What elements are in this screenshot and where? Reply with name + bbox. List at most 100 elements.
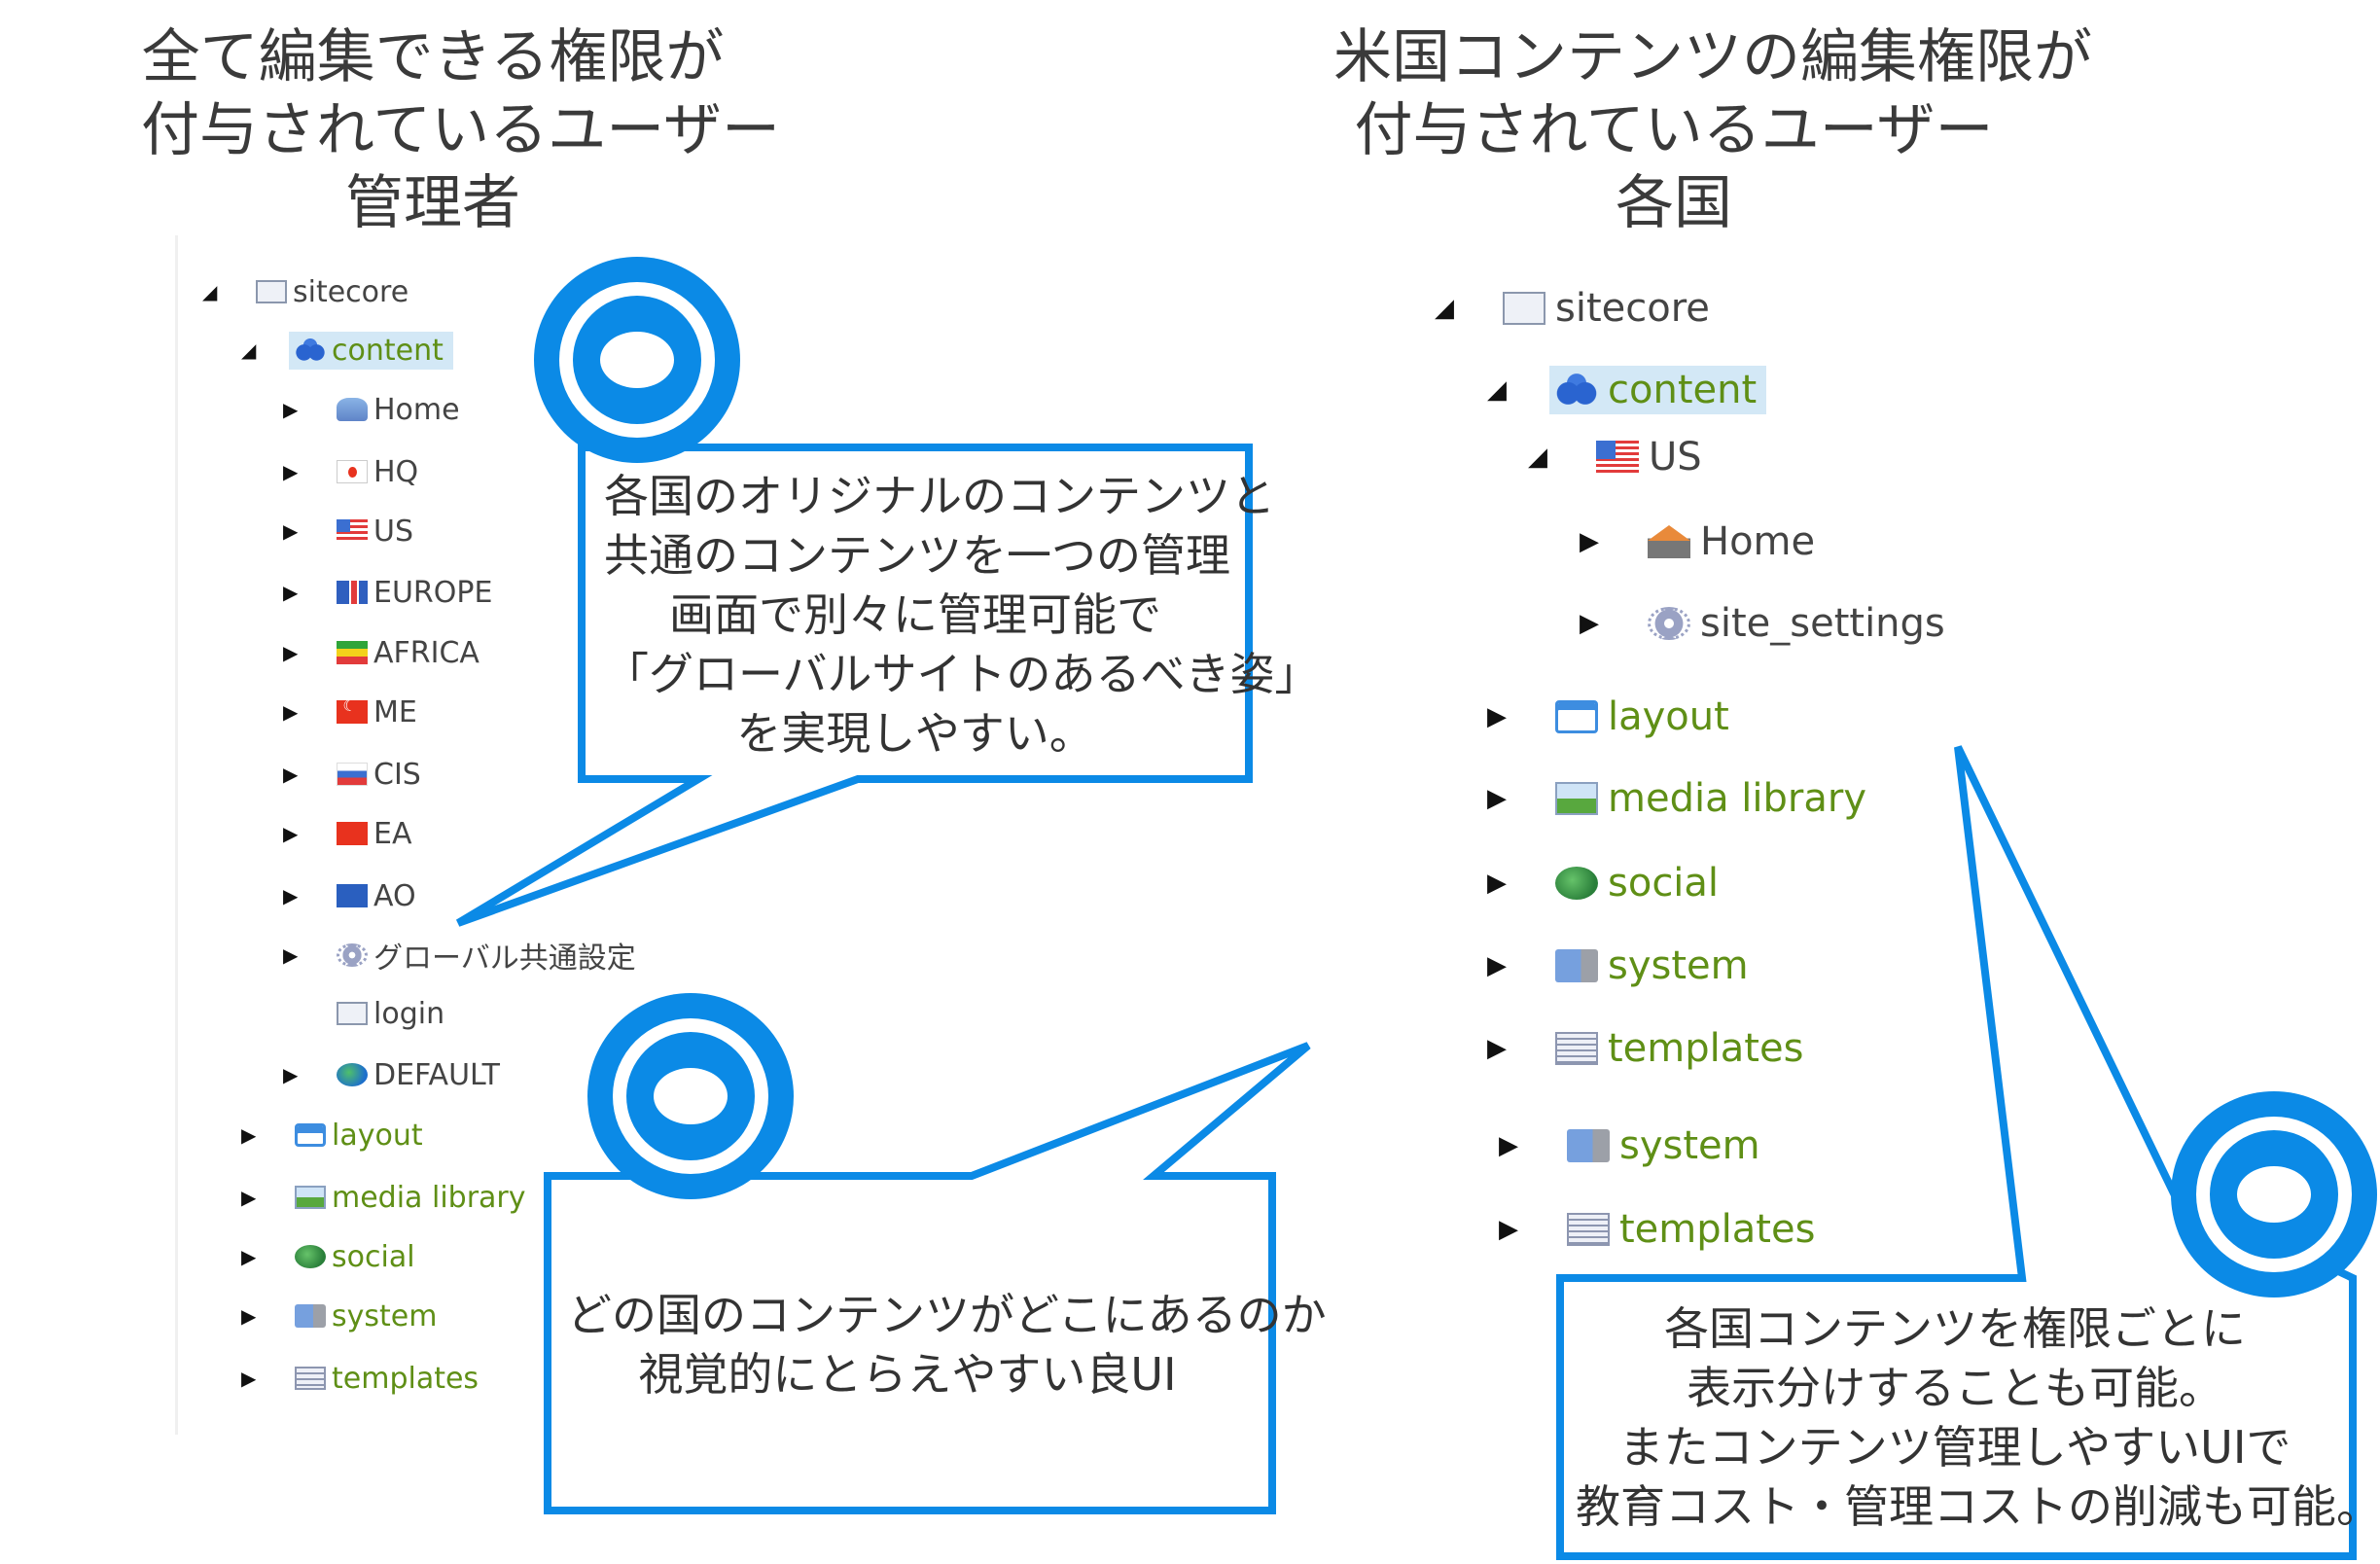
- expand-arrow-icon[interactable]: ▶: [241, 1367, 257, 1390]
- collapse-arrow-icon[interactable]: ◢: [1487, 375, 1507, 405]
- tree-item-site-settings[interactable]: ▶site_settings: [1580, 594, 1945, 653]
- right-title: 米国コンテンツの編集権限が 付与されているユーザー 各国: [1333, 21, 2092, 240]
- left-title-line: 全て編集できる権限が: [141, 23, 725, 91]
- callout-line: またコンテンツ管理しやすいUIで: [1618, 1421, 2291, 1474]
- tree-item-home[interactable]: ▶Home: [1580, 513, 1815, 571]
- tree-item-social[interactable]: ▶social: [1487, 854, 1719, 912]
- tree-item-cis[interactable]: ▶ CIS: [283, 753, 421, 796]
- tree-item-label: AFRICA: [373, 635, 480, 670]
- tree-item-us[interactable]: ▶US: [283, 510, 413, 552]
- expand-arrow-icon[interactable]: ▶: [1580, 609, 1599, 638]
- expand-arrow-icon[interactable]: ▶: [283, 460, 299, 483]
- expand-arrow-icon[interactable]: ▶: [241, 1245, 257, 1268]
- tree-item-home[interactable]: ▶ Home: [283, 388, 460, 431]
- expand-arrow-icon[interactable]: ▶: [283, 398, 299, 421]
- expand-arrow-icon[interactable]: ▶: [283, 763, 299, 786]
- tree-item-social[interactable]: ▶social: [241, 1235, 415, 1278]
- flag-australia-icon: [337, 884, 368, 907]
- expand-arrow-icon[interactable]: ▶: [1580, 527, 1599, 556]
- tree-item-label: system: [332, 1298, 438, 1333]
- callout-text-3: 各国コンテンツを権限ごとに 表示分けすることも可能。 またコンテンツ管理しやすい…: [1576, 1299, 2380, 1537]
- tree-item-media-library[interactable]: ▶ media library: [241, 1176, 526, 1219]
- left-title: 全て編集できる権限が 付与されているユーザー 管理者: [141, 21, 780, 240]
- tree-item-templates[interactable]: ▶templates: [1499, 1200, 1815, 1259]
- expand-arrow-icon[interactable]: ▶: [1487, 1034, 1507, 1063]
- expand-arrow-icon[interactable]: ▶: [283, 700, 299, 724]
- tree-item-label: templates: [332, 1361, 480, 1396]
- tree-item-label: Home: [373, 392, 460, 427]
- flag-us-icon: [1596, 441, 1639, 474]
- tree-item-default[interactable]: ▶DEFAULT: [283, 1053, 500, 1096]
- tree-item-label: media library: [1608, 776, 1866, 821]
- expand-arrow-icon[interactable]: ▶: [283, 581, 299, 604]
- collapse-arrow-icon[interactable]: ◢: [1528, 443, 1547, 472]
- tree-item-content[interactable]: ◢ content: [241, 329, 453, 372]
- tree-item-hq[interactable]: ▶HQ: [283, 450, 418, 493]
- tree-item-templates[interactable]: ▶ templates: [241, 1357, 479, 1400]
- tree-item-sitecore[interactable]: ◢ sitecore: [202, 270, 409, 313]
- tree-item-system[interactable]: ▶ system: [1487, 937, 1749, 995]
- tree-item-system[interactable]: ▶ system: [241, 1295, 437, 1337]
- expand-arrow-icon[interactable]: ▶: [241, 1304, 257, 1328]
- expand-arrow-icon[interactable]: ▶: [283, 641, 299, 664]
- expand-arrow-icon[interactable]: ▶: [1499, 1215, 1518, 1244]
- tree-item-templates[interactable]: ▶templates: [1487, 1019, 1803, 1078]
- tree-item-label: sitecore: [293, 274, 409, 309]
- tree-item-media-library[interactable]: ▶ media library: [1487, 769, 1866, 828]
- tree-item-us[interactable]: ◢US: [1528, 428, 1702, 486]
- expand-arrow-icon[interactable]: ▶: [283, 1063, 299, 1086]
- tree-item-label: content: [332, 333, 444, 368]
- expand-arrow-icon[interactable]: ▶: [283, 822, 299, 845]
- tree-item-label: EA: [373, 816, 412, 851]
- tree-item-me[interactable]: ▶ME: [283, 691, 417, 733]
- tree-item-africa[interactable]: ▶ AFRICA: [283, 631, 480, 674]
- flag-russia-icon: [337, 763, 368, 786]
- house-icon: [1648, 525, 1690, 558]
- expand-arrow-icon[interactable]: ▶: [1487, 784, 1507, 813]
- collapse-arrow-icon[interactable]: ◢: [1435, 294, 1454, 323]
- tree-item-login[interactable]: login: [283, 992, 444, 1035]
- expand-arrow-icon[interactable]: ▶: [241, 1123, 257, 1147]
- tree-item-label: layout: [332, 1118, 423, 1153]
- expand-arrow-icon[interactable]: ▶: [283, 943, 299, 967]
- tree-item-label: EUROPE: [373, 575, 493, 610]
- system-computer-icon: [295, 1304, 326, 1328]
- tree-item-label: login: [373, 996, 445, 1031]
- tree-item-layout[interactable]: ▶ layout: [241, 1114, 423, 1156]
- tree-item-content[interactable]: ◢content: [1487, 361, 1767, 419]
- expand-arrow-icon[interactable]: ▶: [241, 1186, 257, 1209]
- callout-line: 各国コンテンツを権限ごとに: [1664, 1302, 2246, 1355]
- tree-item-sitecore[interactable]: ◢sitecore: [1435, 279, 1710, 338]
- tree-item-layout[interactable]: ▶layout: [1487, 688, 1729, 746]
- expand-arrow-icon[interactable]: ▶: [1487, 869, 1507, 898]
- tree-item-ao[interactable]: ▶AO: [283, 874, 416, 917]
- gear-icon: [1648, 607, 1690, 640]
- tree-item-system[interactable]: ▶system: [1499, 1117, 1760, 1175]
- tree-item-label: system: [1608, 943, 1749, 988]
- tree-item-label: グローバル共通設定: [373, 942, 636, 976]
- social-globe-icon: [295, 1245, 326, 1268]
- expand-arrow-icon[interactable]: ▶: [283, 884, 299, 907]
- tree-item-label: CIS: [373, 757, 421, 792]
- document-icon: [337, 1002, 368, 1025]
- content-cubes-icon: [1555, 373, 1598, 407]
- tree-item-global-settings[interactable]: ▶ グローバル共通設定: [283, 934, 636, 977]
- expand-arrow-icon[interactable]: ▶: [1487, 702, 1507, 731]
- collapse-arrow-icon[interactable]: ◢: [241, 338, 257, 362]
- collapse-arrow-icon[interactable]: ◢: [202, 280, 218, 303]
- tree-item-europe[interactable]: ▶ EUROPE: [283, 571, 492, 614]
- callout-text-1: 各国のオリジナルのコンテンツと 共通のコンテンツを一つの管理 画面で別々に管理可…: [604, 467, 1320, 764]
- callout-line: 各国のオリジナルのコンテンツと: [604, 470, 1275, 522]
- double-circle-mark-3: [2171, 1091, 2377, 1297]
- tree-item-ea[interactable]: ▶ EA: [283, 812, 411, 855]
- layout-icon: [1555, 700, 1598, 733]
- expand-arrow-icon[interactable]: ▶: [1499, 1131, 1518, 1160]
- flag-turkey-icon: [337, 696, 368, 724]
- expand-arrow-icon[interactable]: ▶: [1487, 951, 1507, 980]
- system-computer-icon: [1567, 1129, 1610, 1162]
- gear-icon: [337, 943, 368, 967]
- tree-item-label: media library: [332, 1180, 526, 1215]
- system-computer-icon: [1555, 949, 1598, 982]
- flag-africa-icon: [337, 641, 368, 664]
- expand-arrow-icon[interactable]: ▶: [283, 519, 299, 543]
